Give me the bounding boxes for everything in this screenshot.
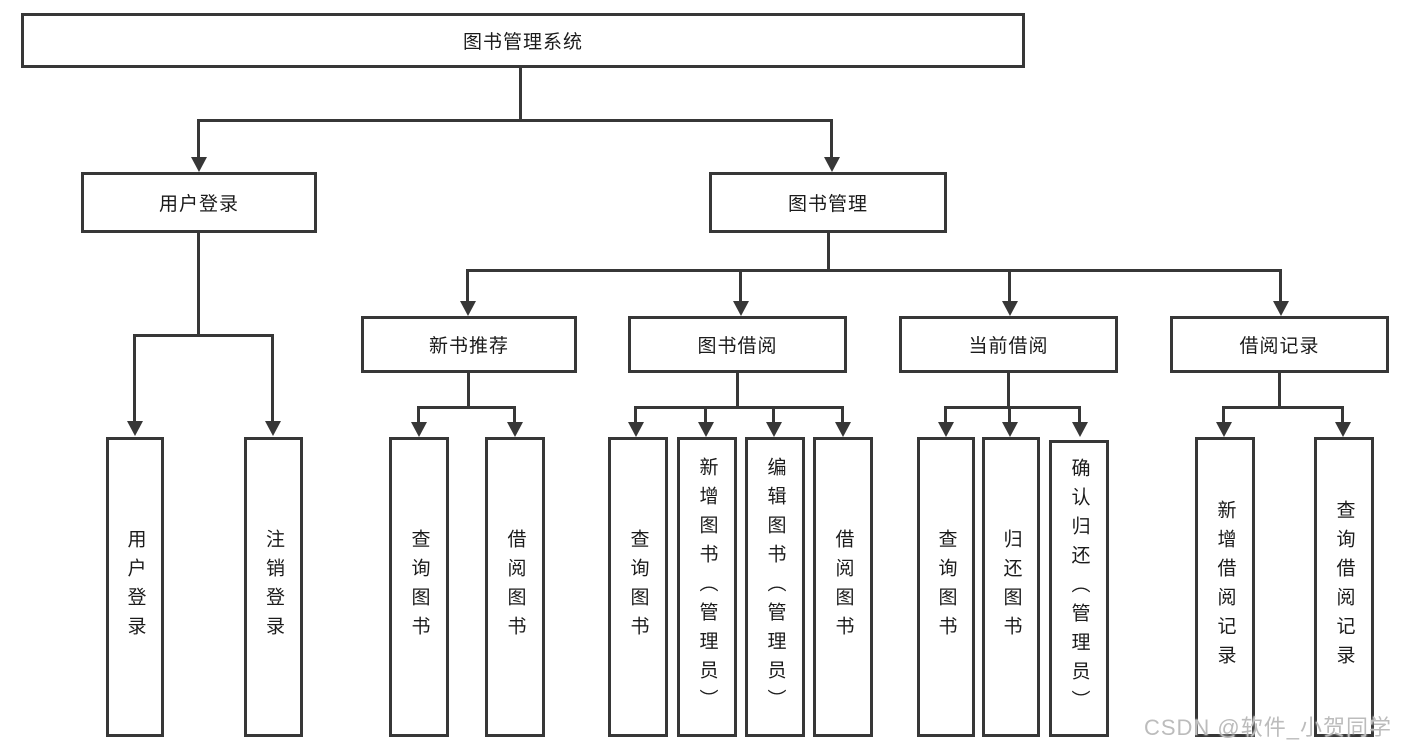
leaf-label: 查询图书	[627, 529, 649, 645]
arrow-down-icon	[1335, 422, 1351, 437]
leaf-query-books-g1: 查询图书	[389, 437, 449, 737]
arrow-down-icon	[127, 421, 143, 436]
arrow-down-icon	[698, 422, 714, 437]
connector-to-user-login	[197, 119, 200, 159]
connector-to-user-login-leaf	[133, 334, 136, 422]
connector-g1-leaf1	[417, 406, 420, 423]
connector-g2-stem	[736, 373, 739, 408]
connector-g4-leaf2	[1341, 406, 1344, 423]
connector-to-logout-leaf	[271, 334, 274, 422]
connector-g3-leaf3	[1078, 406, 1081, 423]
connector-g3-leaf2	[1008, 406, 1011, 423]
arrow-down-icon	[835, 422, 851, 437]
leaf-confirm-return-admin: 确认归还（管理员）	[1049, 440, 1109, 737]
leaf-label: 编辑图书（管理员）	[764, 456, 786, 718]
arrow-down-icon	[1002, 422, 1018, 437]
node-new-book-recommend: 新书推荐	[361, 316, 577, 373]
connector-g3-leaf1	[944, 406, 947, 423]
node-book-borrow: 图书借阅	[628, 316, 847, 373]
leaf-label: 用户登录	[124, 529, 146, 645]
leaf-add-books-admin: 新增图书（管理员）	[677, 437, 737, 737]
leaf-label: 新增图书（管理员）	[696, 456, 718, 718]
arrow-down-icon	[1273, 301, 1289, 316]
leaf-label: 确认归还（管理员）	[1068, 458, 1090, 719]
leaf-user-login: 用户登录	[106, 437, 164, 737]
leaf-label: 新增借阅记录	[1214, 500, 1236, 674]
node-user-login-branch: 用户登录	[81, 172, 317, 233]
connector-g2-leaf4	[841, 406, 844, 423]
csdn-watermark: CSDN @软件_小贺同学	[1143, 715, 1392, 740]
connector-g1-rail	[417, 406, 516, 409]
connector-root-stem	[519, 68, 522, 121]
arrow-down-icon	[824, 157, 840, 172]
arrow-down-icon	[507, 422, 523, 437]
leaf-borrow-books-g1: 借阅图书	[485, 437, 545, 737]
leaf-label: 查询图书	[935, 529, 957, 645]
leaf-label: 借阅图书	[504, 529, 526, 645]
leaf-query-books-g2: 查询图书	[608, 437, 668, 737]
leaf-label: 查询图书	[408, 529, 430, 645]
connector-to-records	[1279, 269, 1282, 303]
connector-g2-rail	[634, 406, 844, 409]
node-borrow-records: 借阅记录	[1170, 316, 1389, 373]
arrow-down-icon	[1072, 422, 1088, 437]
connector-g4-stem	[1278, 373, 1281, 408]
connector-g2-leaf1	[634, 406, 637, 423]
connector-to-current	[1008, 269, 1011, 303]
node-book-mgmt-branch: 图书管理	[709, 172, 947, 233]
leaf-label: 借阅图书	[832, 529, 854, 645]
connector-g3-stem	[1007, 373, 1010, 408]
connector-book-branch-stem	[827, 233, 830, 272]
connector-g2-leaf3	[772, 406, 775, 423]
leaf-query-borrow-record: 查询借阅记录	[1314, 437, 1374, 737]
leaf-label: 归还图书	[1000, 529, 1022, 645]
node-current-borrow: 当前借阅	[899, 316, 1118, 373]
leaf-label: 查询借阅记录	[1333, 500, 1355, 674]
connector-level2-rail	[197, 119, 833, 122]
connector-user-branch-rail	[133, 334, 274, 337]
connector-to-borrow	[739, 269, 742, 303]
arrow-down-icon	[628, 422, 644, 437]
connector-g3-rail	[944, 406, 1081, 409]
leaf-return-books: 归还图书	[982, 437, 1040, 737]
arrow-down-icon	[938, 422, 954, 437]
connector-to-book-mgmt	[830, 119, 833, 159]
connector-g1-stem	[467, 373, 470, 408]
connector-g1-leaf2	[513, 406, 516, 423]
connector-g4-leaf1	[1222, 406, 1225, 423]
leaf-label: 注销登录	[263, 529, 284, 645]
connector-to-new-book	[466, 269, 469, 303]
node-root-library-system: 图书管理系统	[21, 13, 1025, 68]
arrow-down-icon	[1002, 301, 1018, 316]
leaf-borrow-books-g2: 借阅图书	[813, 437, 873, 737]
arrow-down-icon	[411, 422, 427, 437]
arrow-down-icon	[460, 301, 476, 316]
leaf-query-books-g3: 查询图书	[917, 437, 975, 737]
leaf-logout: 注销登录	[244, 437, 303, 737]
connector-g2-leaf2	[704, 406, 707, 423]
arrow-down-icon	[1216, 422, 1232, 437]
arrow-down-icon	[191, 157, 207, 172]
connector-level3-rail	[466, 269, 1281, 272]
connector-g4-rail	[1222, 406, 1344, 409]
leaf-edit-books-admin: 编辑图书（管理员）	[745, 437, 805, 737]
arrow-down-icon	[733, 301, 749, 316]
leaf-add-borrow-record: 新增借阅记录	[1195, 437, 1255, 737]
arrow-down-icon	[766, 422, 782, 437]
arrow-down-icon	[265, 421, 281, 436]
connector-user-branch-stem	[197, 233, 200, 336]
